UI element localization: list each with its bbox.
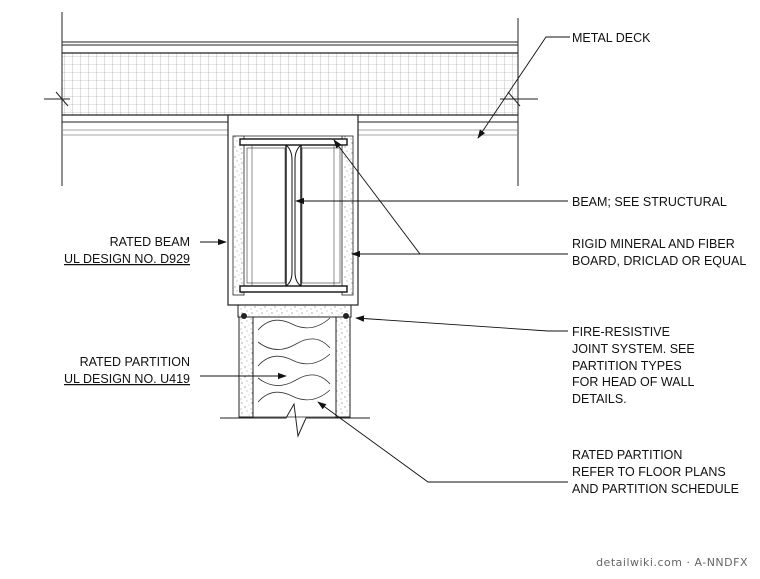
leader-lines [200, 36, 570, 483]
label-fire-joint-line-4: FOR HEAD OF WALL [572, 375, 695, 389]
label-rated-beam-ul: UL DESIGN NO. D929 [64, 252, 190, 266]
label-rated-partition-left: RATED PARTITION [80, 355, 190, 369]
steel-i-beam [239, 138, 348, 293]
label-fire-joint-line-2: JOINT SYSTEM. SEE [572, 342, 695, 356]
label-rated-partition-line-2: REFER TO FLOOR PLANS [572, 465, 726, 479]
label-fire-joint-line-1: FIRE-RESISTIVE [572, 325, 670, 339]
label-rated-partition-line-1: RATED PARTITION [572, 448, 682, 462]
label-rated-beam: RATED BEAM [110, 235, 190, 249]
label-rigid-board-line-1: RIGID MINERAL AND FIBER [572, 237, 735, 251]
label-fire-joint-line-3: PARTITION TYPES [572, 359, 682, 373]
rated-partition-wall [220, 304, 370, 438]
label-rated-partition-line-3: AND PARTITION SCHEDULE [572, 482, 739, 496]
credit-watermark: detailwiki.com · A-NNDFX [596, 556, 748, 569]
label-rigid-board-line-2: BOARD, DRICLAD OR EQUAL [572, 254, 746, 268]
label-rated-partition-left-ul: UL DESIGN NO. U419 [64, 372, 190, 386]
concrete-slab [44, 12, 538, 186]
label-metal-deck: METAL DECK [572, 31, 651, 45]
label-fire-joint-line-5: DETAILS. [572, 392, 627, 406]
label-beam: BEAM; SEE STRUCTURAL [572, 195, 727, 209]
